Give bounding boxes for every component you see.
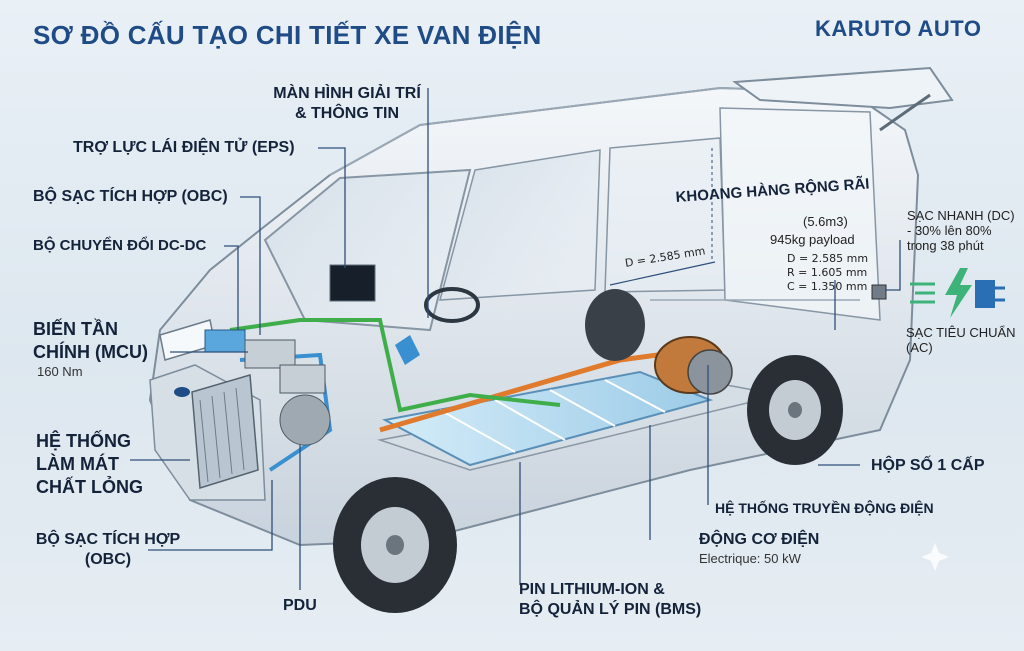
charge-port	[871, 284, 887, 300]
label-dcdc: BỘ CHUYỂN ĐỔI DC-DC	[33, 237, 207, 254]
label-mcu-line2: CHÍNH (MCU)	[33, 342, 148, 362]
label-cooling-line2: LÀM MÁT	[36, 454, 119, 474]
label-dim-width: R = 1.605 mm	[787, 266, 868, 279]
label-mcu-line1: BIẾN TẦN	[33, 319, 118, 339]
label-obc-bottom-line2: (OBC)	[84, 551, 132, 568]
label-cooling-line3: CHẤT LỎNG	[36, 477, 143, 497]
label-infotainment-line2: & THÔNG TIN	[295, 105, 399, 122]
label-infotainment: MÀN HÌNH GIẢI TRÍ & THÔNG TIN	[262, 84, 432, 124]
label-fast-charge-note2: trong 38 phút	[907, 238, 984, 253]
pdu-unit	[279, 394, 331, 446]
rear-wheel	[747, 355, 843, 465]
coolant-line	[229, 318, 561, 413]
obc-unit	[279, 364, 326, 394]
radiator	[191, 374, 259, 489]
label-infotainment-line1: MÀN HÌNH GIẢI TRÍ	[273, 85, 421, 102]
page-title: SƠ ĐỒ CẤU TẠO CHI TIẾT XE VAN ĐIỆN	[33, 20, 542, 50]
label-dim-height: C = 1.350 mm	[787, 280, 868, 293]
eps-unit	[395, 335, 420, 365]
label-dim-length: D = 2.585 mm	[787, 252, 869, 265]
label-dims: D = 2.585 mm R = 1.605 mm C = 1.350 mm	[787, 252, 868, 294]
label-obc-top: BỘ SẠC TÍCH HỢP (OBC)	[33, 188, 228, 205]
label-motor-spec: Electrique: 50 kW	[699, 551, 801, 566]
steering-wheel	[424, 287, 480, 323]
sparkle-icon	[921, 543, 949, 571]
brand-logo: KARUTO AUTO	[815, 16, 982, 41]
infotainment-screen	[329, 264, 376, 302]
label-obc-bottom-line1: BỘ SẠC TÍCH HỢP	[35, 531, 181, 548]
cargo-length-arrow	[609, 261, 716, 286]
label-fast-charge-note1: - 30% lên 80%	[907, 223, 992, 238]
label-cooling: HỆ THỐNG LÀM MÁT CHẤT LỎNG	[36, 430, 143, 499]
label-gearbox: HỘP SỐ 1 CẤP	[871, 457, 985, 474]
charging-bolt-icon	[910, 268, 1005, 318]
front-wheel	[333, 477, 457, 613]
label-mcu-spec: 160 Nm	[37, 364, 83, 379]
label-fast-charge: SẠC NHANH (DC) - 30% lên 80% trong 38 ph…	[907, 208, 1015, 253]
label-battery-line1: PIN LITHIUM-ION &	[519, 581, 665, 598]
label-mcu: BIẾN TẦN CHÍNH (MCU)	[33, 318, 148, 364]
label-ac-charge: SẠC TIÊU CHUẨN (AC)	[906, 325, 1016, 355]
label-pdu: PDU	[283, 597, 317, 614]
label-eps: TRỢ LỰC LÁI ĐIỆN TỬ (EPS)	[73, 139, 295, 156]
mcu-inverter	[244, 339, 296, 369]
battery-pack	[382, 370, 714, 467]
label-fast-charge-title: SẠC NHANH (DC)	[907, 208, 1015, 223]
label-drivetrain: HỆ THỐNG TRUYỀN ĐỘNG ĐIỆN	[715, 500, 934, 516]
label-motor: ĐỘNG CƠ ĐIỆN	[699, 531, 820, 548]
rear-wheel-inner	[585, 289, 645, 361]
label-cargo-payload: 945kg payload	[770, 232, 855, 247]
label-cargo-volume: (5.6m3)	[803, 214, 848, 229]
label-cooling-line1: HỆ THỐNG	[36, 431, 132, 451]
leader-lines	[130, 88, 901, 590]
label-obc-bottom: BỘ SẠC TÍCH HỢP (OBC)	[33, 530, 183, 570]
dcdc-converter	[204, 329, 246, 353]
label-battery: PIN LITHIUM-ION & BỘ QUẢN LÝ PIN (BMS)	[519, 580, 701, 620]
label-battery-line2: BỘ QUẢN LÝ PIN (BMS)	[519, 601, 702, 618]
